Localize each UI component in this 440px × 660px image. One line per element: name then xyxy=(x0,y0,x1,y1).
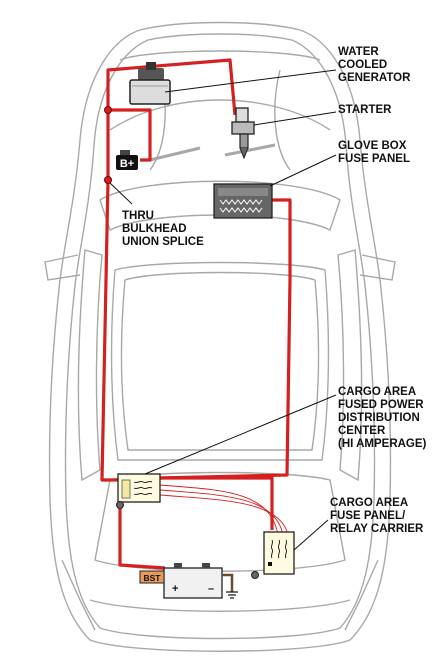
wire-generator-feed xyxy=(108,108,152,162)
battery-plus-label: + xyxy=(172,583,178,595)
bst-label: BST xyxy=(144,573,162,583)
wire-to-cargo-fuse xyxy=(160,476,274,530)
rear-light-left xyxy=(61,559,96,631)
cargo-pdc-icon xyxy=(117,473,161,503)
thin-wires xyxy=(159,484,289,536)
rear-window xyxy=(94,471,346,572)
bst-fuse: BST xyxy=(139,570,165,584)
label-cargo-pdc: CARGO AREA FUSED POWER DISTRIBUTION CENT… xyxy=(338,386,427,450)
side-window-left xyxy=(77,249,103,482)
car-outline xyxy=(44,21,396,652)
leader-glove-box xyxy=(269,154,337,187)
ground-icon xyxy=(226,591,238,599)
wiper xyxy=(224,143,276,157)
side-window-right xyxy=(337,249,363,482)
b-plus-terminal: B+ xyxy=(116,150,138,170)
wire-pdc-to-battery xyxy=(118,505,166,570)
label-starter: STARTER xyxy=(338,104,392,116)
wiring xyxy=(100,58,292,570)
cargo-fuse-terminal xyxy=(251,571,259,579)
thin-wire xyxy=(159,494,289,536)
label-generator: WATER COOLED GENERATOR xyxy=(338,46,411,84)
trunk-line xyxy=(89,599,351,612)
battery-icon: + – xyxy=(163,563,223,599)
cargo-fuse-panel-icon xyxy=(263,531,295,575)
label-glove-box: GLOVE BOX FUSE PANEL xyxy=(338,140,410,165)
leader-lines xyxy=(109,69,337,551)
roof-outline xyxy=(110,261,330,461)
label-splice: THRU BULKHEAD UNION SPLICE xyxy=(122,210,204,248)
thin-wire xyxy=(159,484,279,536)
thin-wire xyxy=(159,489,284,536)
ground-wire xyxy=(222,573,234,592)
roof-inner xyxy=(120,271,320,451)
wire-glovebox-right xyxy=(159,198,292,480)
starter-icon xyxy=(231,107,255,160)
splice-dot xyxy=(104,176,112,184)
pdc-terminal xyxy=(116,501,124,509)
car-body-inner xyxy=(64,33,376,640)
leader-splice xyxy=(109,182,133,205)
leader-starter xyxy=(253,111,337,126)
leader-pdc xyxy=(144,394,337,475)
battery-minus-label: – xyxy=(208,583,214,595)
label-cargo-fuse: CARGO AREA FUSE PANEL/ RELAY CARRIER xyxy=(330,497,424,535)
leader-cargo-fuse xyxy=(293,519,329,551)
wire-main-left xyxy=(100,179,120,482)
wire-top-loop xyxy=(106,58,237,180)
car-body-outline xyxy=(48,21,392,652)
leader-generator xyxy=(164,69,337,93)
b-plus-label: B+ xyxy=(120,158,134,170)
splice-dot xyxy=(104,106,112,114)
hood-crease xyxy=(119,50,321,61)
mirror-left xyxy=(44,254,81,281)
hood-crease xyxy=(109,99,331,131)
wiper xyxy=(149,146,201,162)
mirror-right xyxy=(359,254,396,281)
generator-icon xyxy=(129,62,171,105)
hood-crease xyxy=(274,69,291,171)
glove-box-fuse-panel-icon xyxy=(213,183,273,219)
rear-light-right xyxy=(344,559,379,631)
windshield xyxy=(99,180,341,231)
